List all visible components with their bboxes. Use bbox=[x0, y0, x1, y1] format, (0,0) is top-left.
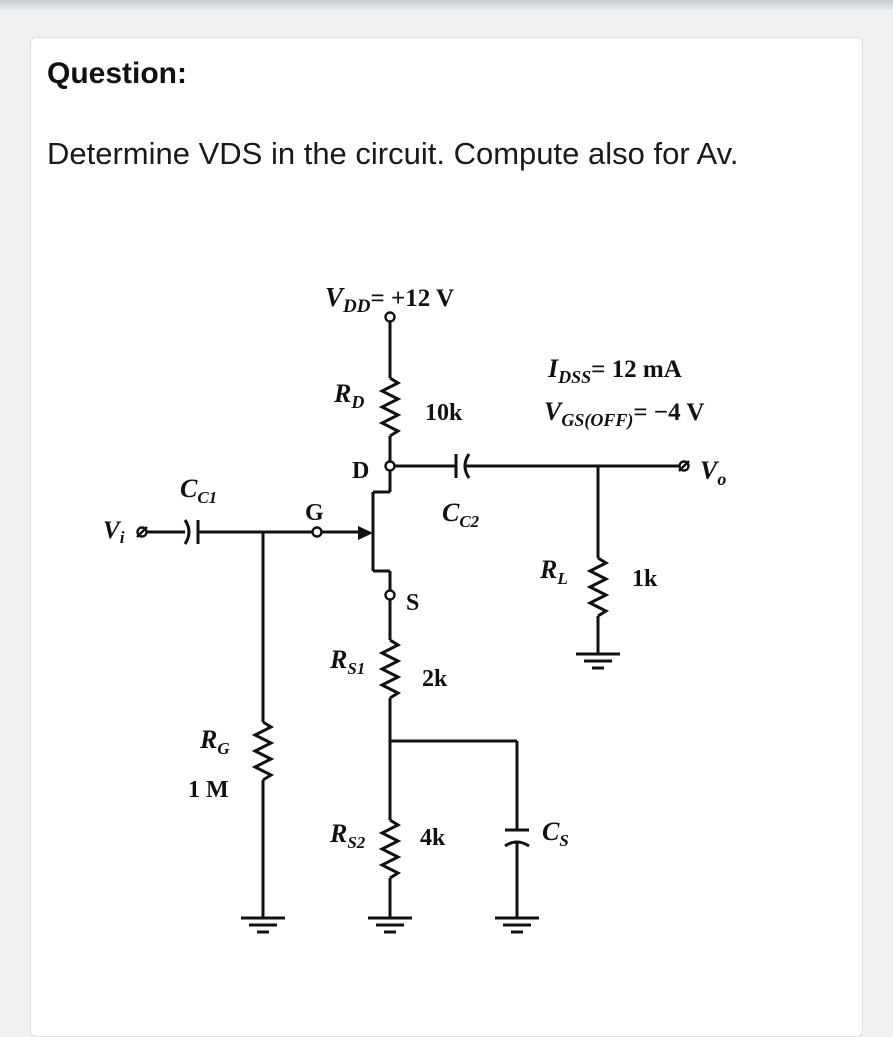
cs-label: CS bbox=[542, 817, 569, 850]
rl-label: RL bbox=[539, 555, 568, 588]
vdd-terminal bbox=[384, 311, 396, 323]
rs2-value: 4k bbox=[420, 825, 446, 851]
rl-resistor bbox=[586, 556, 610, 618]
question-label: Question: bbox=[47, 57, 187, 90]
gate-label: G bbox=[305, 500, 324, 526]
drain-node bbox=[384, 460, 396, 472]
rg-resistor bbox=[251, 720, 275, 782]
gate-arrow bbox=[358, 526, 373, 540]
vi-terminal bbox=[136, 526, 148, 538]
rl-value: 1k bbox=[632, 566, 658, 592]
drain-label: D bbox=[352, 458, 369, 484]
rg-value: 1 M bbox=[188, 777, 229, 803]
source-label: S bbox=[406, 590, 419, 616]
rs2-label: RS2 bbox=[329, 819, 366, 852]
rs1-value: 2k bbox=[422, 666, 448, 692]
rd-value: 10k bbox=[425, 400, 463, 426]
rs1-resistor bbox=[378, 638, 402, 700]
vdd-label: VDD= +12 V bbox=[325, 282, 454, 317]
rd-label: RD bbox=[333, 379, 364, 412]
vo-label: Vo bbox=[700, 456, 726, 489]
rg-label: RG bbox=[199, 725, 230, 758]
cc1-plate-curved bbox=[183, 519, 191, 545]
rd-resistor bbox=[378, 376, 402, 438]
rs2-resistor bbox=[378, 818, 402, 880]
vgsoff-label: VGS(OFF)= −4 V bbox=[544, 397, 704, 431]
top-bar bbox=[0, 0, 893, 10]
source-node bbox=[384, 589, 396, 601]
vo-terminal bbox=[678, 460, 690, 472]
question-text: Determine VDS in the circuit. Compute al… bbox=[47, 136, 739, 171]
cc1-label: CC1 bbox=[180, 474, 217, 507]
rs1-label: RS1 bbox=[329, 645, 365, 678]
gate-node bbox=[311, 526, 323, 538]
vi-label: Vi bbox=[103, 517, 125, 547]
idss-label: IDSS= 12 mA bbox=[547, 354, 682, 387]
cc2-label: CC2 bbox=[442, 498, 480, 531]
question-card bbox=[30, 37, 863, 1037]
